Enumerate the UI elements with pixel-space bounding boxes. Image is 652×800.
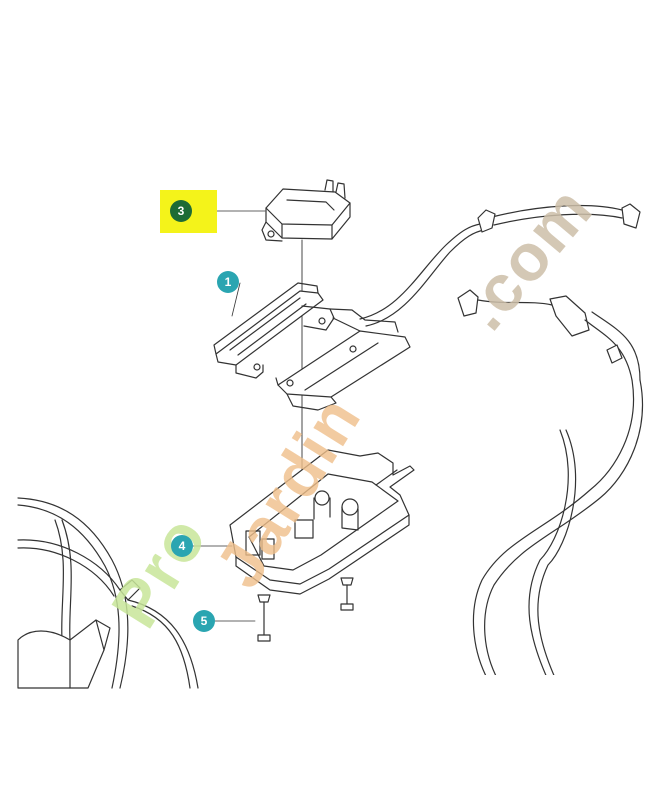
callout-part-4[interactable]: 4: [171, 535, 193, 557]
right-cable-harness: [359, 203, 652, 685]
callout-part-5[interactable]: 5: [193, 610, 215, 632]
left-cable-harness: [17, 497, 199, 689]
leader-line-1: [231, 282, 241, 317]
callout-part-3-highlight[interactable]: 3: [160, 190, 217, 233]
sensor-module-part: [261, 179, 351, 242]
housing-part: [229, 449, 415, 595]
callout-number-1: 1: [217, 271, 239, 293]
bracket-part: [213, 282, 411, 411]
callout-number-3: 3: [170, 200, 192, 222]
callout-part-1[interactable]: 1: [217, 271, 239, 293]
screw-part: [257, 577, 354, 642]
callout-number-4: 4: [171, 535, 193, 557]
callout-number-5: 5: [193, 610, 215, 632]
